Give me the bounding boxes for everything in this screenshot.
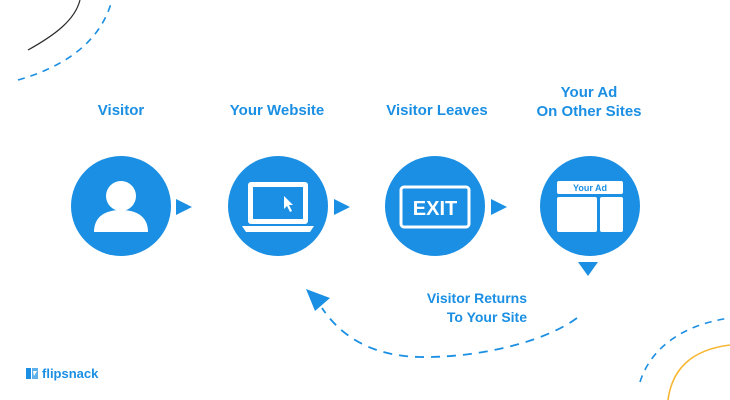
arrow-1 <box>176 199 192 215</box>
step-label-your-website: Your Website <box>229 102 325 119</box>
step-circle-your-website <box>228 156 328 256</box>
return-arrowhead <box>306 289 330 311</box>
ad-banner-text: Your Ad <box>573 183 607 193</box>
step-label-visitor: Visitor <box>97 102 145 119</box>
return-label-line1: Visitor Returns <box>426 290 527 306</box>
arrow-2 <box>334 199 350 215</box>
step-circle-visitor-leaves: EXIT <box>385 156 485 256</box>
return-path <box>321 307 578 358</box>
step-circle-visitor <box>71 156 171 256</box>
step-label-visitor-leaves: Visitor Leaves <box>386 102 488 119</box>
exit-sign-icon: EXIT <box>399 185 471 229</box>
return-label: Visitor Returns To Your Site <box>395 289 527 327</box>
step-label-your-ad-line2: On Other Sites <box>536 103 642 120</box>
top-left-arc <box>27 0 81 51</box>
flipsnack-logo-icon <box>26 368 38 379</box>
brand-logo: flipsnack <box>26 366 98 381</box>
step-circle-your-ad: Your Ad <box>540 156 640 256</box>
return-label-line2: To Your Site <box>446 309 527 325</box>
top-left-dashed-arc <box>17 0 113 81</box>
down-arrow <box>578 262 598 276</box>
step-label-your-ad: Your Ad On Other Sites <box>524 83 654 121</box>
user-icon <box>94 181 148 232</box>
bottom-right-arc <box>667 344 730 400</box>
laptop-icon <box>242 182 314 232</box>
bottom-right-dashed-arc <box>639 317 730 383</box>
brand-name: flipsnack <box>42 366 99 381</box>
exit-text: EXIT <box>413 198 457 220</box>
cursor-icon <box>284 196 293 212</box>
website-ad-icon: Your Ad <box>557 181 623 232</box>
arrow-3 <box>491 199 507 215</box>
step-label-your-ad-line1: Your Ad <box>560 84 618 101</box>
